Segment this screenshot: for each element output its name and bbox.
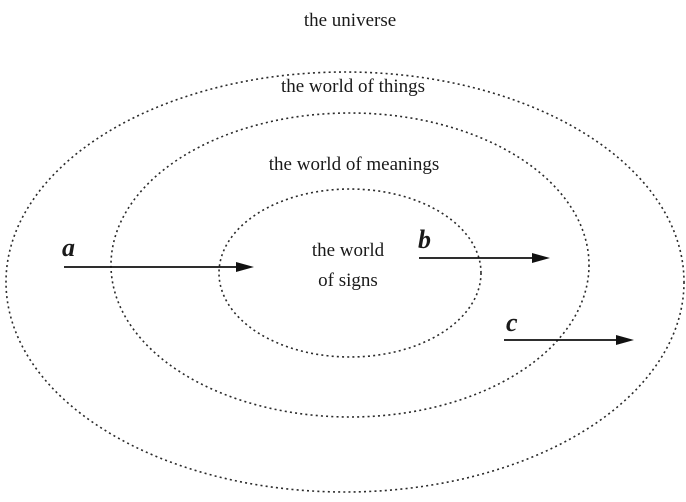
world-of-things-ring [110,112,590,418]
label-world-of-meanings: the world of meanings [269,154,439,175]
arrow-c-head [616,335,634,345]
arrow-c-label: c [506,308,518,337]
arrow-b-head [532,253,550,263]
label-universe: the universe [304,10,396,31]
label-world-of-things: the world of things [281,76,425,97]
label-world-of-signs-line2: of signs [318,270,378,291]
arrow-b-label: b [418,225,431,254]
label-world-of-signs-line1: the world [312,240,385,261]
arrow-a-label: a [62,233,75,262]
universe-ring [5,71,685,493]
arrow-a-head [236,262,254,272]
world-of-meanings-ring [218,188,482,358]
